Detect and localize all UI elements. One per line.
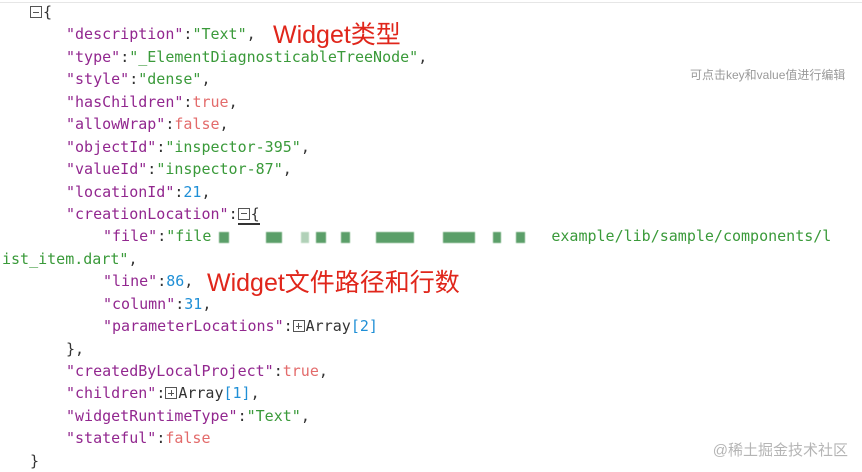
- key[interactable]: "style": [66, 70, 130, 89]
- value[interactable]: "_ElementDiagnosticableTreeNode": [129, 47, 419, 66]
- expand-icon[interactable]: [165, 387, 178, 400]
- value-wrap[interactable]: ist_item.dart": [2, 249, 129, 268]
- key[interactable]: "createdByLocalProject": [66, 362, 274, 380]
- row-file-wrap: ist_item.dart",: [2, 249, 138, 268]
- top-border: [0, 2, 862, 3]
- row-style: "style":"dense",: [66, 70, 211, 89]
- value[interactable]: true: [282, 362, 319, 380]
- key[interactable]: "stateful": [66, 429, 157, 448]
- value[interactable]: 86: [166, 272, 185, 291]
- row-hasChildren: "hasChildren":true,: [66, 92, 238, 111]
- key[interactable]: "children": [66, 384, 157, 403]
- root-open: {: [0, 1, 862, 23]
- row-locationId: "locationId":21,: [66, 182, 211, 201]
- value[interactable]: false: [165, 429, 211, 448]
- array-label[interactable]: Array: [305, 317, 351, 336]
- array-label[interactable]: Array: [178, 384, 224, 403]
- key[interactable]: "column": [103, 294, 176, 313]
- key[interactable]: "parameterLocations": [103, 317, 284, 336]
- annotation-widget-type: Widget类型: [273, 21, 401, 49]
- key[interactable]: "file": [103, 227, 158, 246]
- key[interactable]: "allowWrap": [66, 115, 166, 134]
- value[interactable]: "inspector-87": [156, 160, 283, 179]
- key[interactable]: "valueId": [66, 160, 148, 179]
- value-start[interactable]: "file: [166, 227, 212, 246]
- value[interactable]: "Text": [192, 25, 247, 44]
- value[interactable]: "Text": [246, 406, 301, 425]
- value[interactable]: "inspector-395": [165, 137, 301, 156]
- array-count: [2]: [350, 317, 378, 336]
- key[interactable]: "objectId": [66, 137, 157, 156]
- value[interactable]: true: [192, 92, 229, 111]
- row-creationLocation: "creationLocation":{: [66, 204, 260, 225]
- value[interactable]: "dense": [138, 70, 202, 89]
- row-line: "line":86,: [103, 272, 194, 291]
- collapse-icon[interactable]: [30, 6, 42, 18]
- row-children: "children":Array[1],: [66, 384, 260, 403]
- watermark: @稀土掘金技术社区: [712, 442, 848, 459]
- row-allowWrap: "allowWrap":false,: [66, 115, 229, 134]
- redacted-path: [211, 226, 551, 248]
- key[interactable]: "creationLocation": [66, 204, 229, 223]
- key[interactable]: "hasChildren": [66, 92, 184, 111]
- key[interactable]: "widgetRuntimeType": [66, 406, 238, 425]
- edit-hint: 可点击key和value值进行编辑: [690, 68, 846, 82]
- annotation-widget-location: Widget文件路径和行数: [207, 269, 460, 297]
- row-parameterLocations: "parameterLocations":Array[2]: [103, 317, 378, 336]
- row-valueId: "valueId":"inspector-87",: [66, 160, 292, 179]
- row-type: "type":"_ElementDiagnosticableTreeNode",: [66, 47, 428, 66]
- row-createdByLocalProject: "createdByLocalProject":true,: [66, 362, 328, 380]
- row-stateful: "stateful":false: [66, 429, 211, 448]
- key[interactable]: "description": [66, 25, 184, 44]
- row-objectId: "objectId":"inspector-395",: [66, 137, 310, 156]
- value[interactable]: 31: [184, 294, 203, 313]
- value[interactable]: false: [174, 115, 220, 134]
- value[interactable]: 21: [183, 182, 202, 201]
- row-column: "column":31,: [103, 294, 212, 313]
- collapse-icon[interactable]: [237, 207, 250, 220]
- key[interactable]: "line": [103, 272, 158, 291]
- key[interactable]: "type": [66, 47, 121, 66]
- key[interactable]: "locationId": [66, 182, 175, 201]
- expand-icon[interactable]: [292, 320, 305, 333]
- close-creationLocation: },: [66, 339, 85, 358]
- row-widgetRuntimeType: "widgetRuntimeType":"Text",: [66, 406, 310, 425]
- row-description: "description":"Text",: [66, 25, 256, 44]
- array-count: [1]: [223, 384, 251, 403]
- value-end[interactable]: example/lib/sample/components/l: [551, 227, 832, 246]
- root-close: }: [30, 451, 40, 470]
